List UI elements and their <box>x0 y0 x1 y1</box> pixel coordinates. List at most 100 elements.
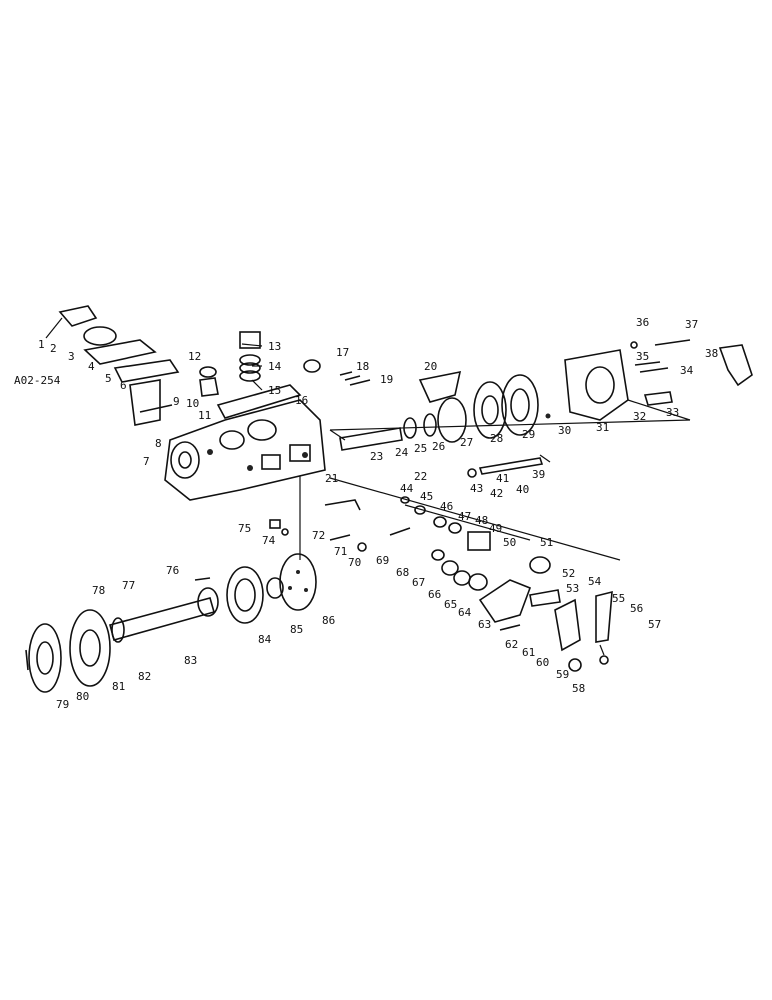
callout-86: 86 <box>322 614 335 627</box>
callout-80: 80 <box>76 690 89 703</box>
callout-30: 30 <box>558 424 571 437</box>
callout-76: 76 <box>166 564 179 577</box>
callout-85: 85 <box>290 623 303 636</box>
callout-20: 20 <box>424 360 437 373</box>
shaft-and-gears <box>339 349 629 451</box>
callout-48: 48 <box>475 514 488 527</box>
callout-62: 62 <box>505 638 518 651</box>
callout-45: 45 <box>420 490 433 503</box>
callout-84: 84 <box>258 633 272 646</box>
callout-28: 28 <box>490 432 503 445</box>
callout-44: 44 <box>400 482 414 495</box>
callout-60: 60 <box>536 656 549 669</box>
callout-26: 26 <box>432 440 445 453</box>
callout-24: 24 <box>395 446 409 459</box>
callout-74: 74 <box>262 534 276 547</box>
callout-67: 67 <box>412 576 425 589</box>
callout-19: 19 <box>380 373 393 386</box>
rod-assembly <box>467 457 544 478</box>
callout-6: 6 <box>120 379 127 392</box>
callout-71: 71 <box>334 545 347 558</box>
bracket-assembly <box>58 305 180 426</box>
callout-58: 58 <box>572 682 585 695</box>
callout-3: 3 <box>68 350 75 363</box>
callout-34: 34 <box>680 364 694 377</box>
callout-63: 63 <box>478 618 491 631</box>
leader-lines <box>45 317 691 656</box>
callout-21: 21 <box>325 472 338 485</box>
callout-46: 46 <box>440 500 453 513</box>
callout-36: 36 <box>636 316 649 329</box>
callout-27: 27 <box>460 436 473 449</box>
callout-42: 42 <box>490 487 503 500</box>
callout-37: 37 <box>685 318 698 331</box>
callout-55: 55 <box>612 592 625 605</box>
callout-54: 54 <box>588 575 602 588</box>
small-parts-right <box>630 339 753 406</box>
callout-7: 7 <box>143 455 150 468</box>
callout-59: 59 <box>556 668 569 681</box>
lower-chain-parts <box>324 496 613 672</box>
callout-70: 70 <box>348 556 361 569</box>
callout-5: 5 <box>105 372 112 385</box>
callout-15: 15 <box>268 384 281 397</box>
callout-16: 16 <box>295 394 308 407</box>
callout-52: 52 <box>562 567 575 580</box>
callout-22: 22 <box>414 470 427 483</box>
callout-11: 11 <box>198 409 211 422</box>
callout-69: 69 <box>376 554 389 567</box>
small-parts-lower-left <box>194 519 289 581</box>
callout-78: 78 <box>92 584 105 597</box>
callout-39: 39 <box>532 468 545 481</box>
callout-50: 50 <box>503 536 516 549</box>
callout-18: 18 <box>356 360 369 373</box>
drawing-code: A02-254 <box>14 374 61 387</box>
callout-41: 41 <box>496 472 509 485</box>
callout-17: 17 <box>336 346 349 359</box>
callout-23: 23 <box>370 450 383 463</box>
callout-1: 1 <box>38 338 45 351</box>
output-shaft-assembly <box>25 553 317 693</box>
callout-14: 14 <box>268 360 282 373</box>
callout-38: 38 <box>705 347 718 360</box>
callout-61: 61 <box>522 646 535 659</box>
callout-49: 49 <box>489 522 502 535</box>
callout-81: 81 <box>112 680 125 693</box>
callout-31: 31 <box>596 421 609 434</box>
callout-64: 64 <box>458 606 472 619</box>
callout-79: 79 <box>56 698 69 711</box>
callout-77: 77 <box>122 579 135 592</box>
callout-53: 53 <box>566 582 579 595</box>
callout-83: 83 <box>184 654 197 667</box>
callout-9: 9 <box>173 395 180 408</box>
callout-57: 57 <box>648 618 661 631</box>
small-parts-upper <box>303 359 462 403</box>
callout-65: 65 <box>444 598 457 611</box>
callout-13: 13 <box>268 340 281 353</box>
callout-72: 72 <box>312 529 325 542</box>
callout-66: 66 <box>428 588 441 601</box>
callout-35: 35 <box>636 350 649 363</box>
callout-29: 29 <box>522 428 535 441</box>
callout-56: 56 <box>630 602 643 615</box>
callout-43: 43 <box>470 482 483 495</box>
valve-stack <box>199 331 302 419</box>
callout-10: 10 <box>186 397 199 410</box>
main-housing <box>164 399 326 501</box>
callout-8: 8 <box>155 437 162 450</box>
callout-2: 2 <box>50 342 57 355</box>
callout-12: 12 <box>188 350 201 363</box>
callout-75: 75 <box>238 522 251 535</box>
callout-68: 68 <box>396 566 409 579</box>
callout-25: 25 <box>414 442 427 455</box>
callout-51: 51 <box>540 536 553 549</box>
callout-82: 82 <box>138 670 151 683</box>
callout-33: 33 <box>666 406 679 419</box>
callout-40: 40 <box>516 483 529 496</box>
callout-4: 4 <box>88 360 95 373</box>
callout-32: 32 <box>633 410 646 423</box>
callout-labels: 1 2 3 4 5 6 7 8 9 10 11 12 13 14 15 16 1… <box>38 316 718 711</box>
assembly-axis-lines <box>299 419 691 561</box>
callout-47: 47 <box>458 510 471 523</box>
